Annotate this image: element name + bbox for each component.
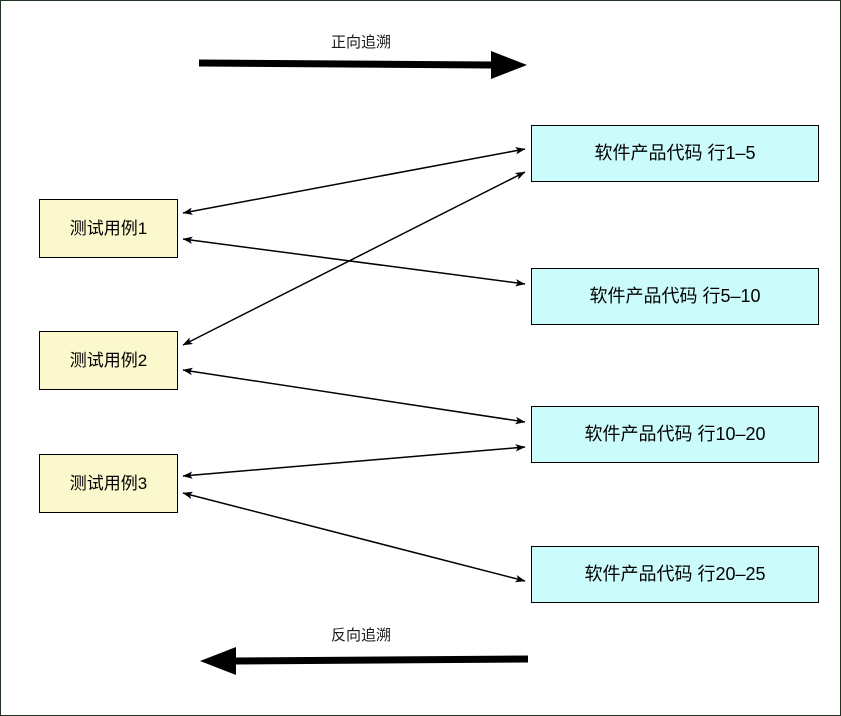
backward-trace-label: 反向追溯 <box>330 627 391 644</box>
trace-link-tc1-code2 <box>182 236 526 287</box>
testcase-box-tc3[interactable]: 测试用例3 <box>39 454 178 513</box>
node-label: 测试用例2 <box>69 350 148 370</box>
testcase-box-tc2[interactable]: 测试用例2 <box>39 331 178 390</box>
code-box-code4[interactable]: 软件产品代码 行20–25 <box>531 546 819 603</box>
trace-link-tc3-code3 <box>182 444 526 479</box>
testcase-box-tc1[interactable]: 测试用例1 <box>39 199 178 258</box>
trace-link-tc2-code3 <box>182 367 526 425</box>
trace-link-tc3-code4 <box>182 491 526 583</box>
code-box-code2[interactable]: 软件产品代码 行5–10 <box>531 268 819 325</box>
node-label: 软件产品代码 行5–10 <box>589 286 761 307</box>
node-label: 测试用例3 <box>69 473 148 493</box>
code-box-code1[interactable]: 软件产品代码 行1–5 <box>531 125 819 182</box>
node-label: 软件产品代码 行20–25 <box>584 564 766 585</box>
trace-link-tc1-code1 <box>182 147 526 215</box>
trace-link-tc2-code1 <box>182 171 526 346</box>
forward-trace-label: 正向追溯 <box>330 34 391 51</box>
backward-trace-arrow <box>200 647 528 675</box>
code-box-code3[interactable]: 软件产品代码 行10–20 <box>531 406 819 463</box>
forward-trace-arrow <box>199 51 527 79</box>
node-label: 软件产品代码 行10–20 <box>584 424 766 445</box>
node-label: 软件产品代码 行1–5 <box>594 143 756 164</box>
node-label: 测试用例1 <box>69 218 148 238</box>
